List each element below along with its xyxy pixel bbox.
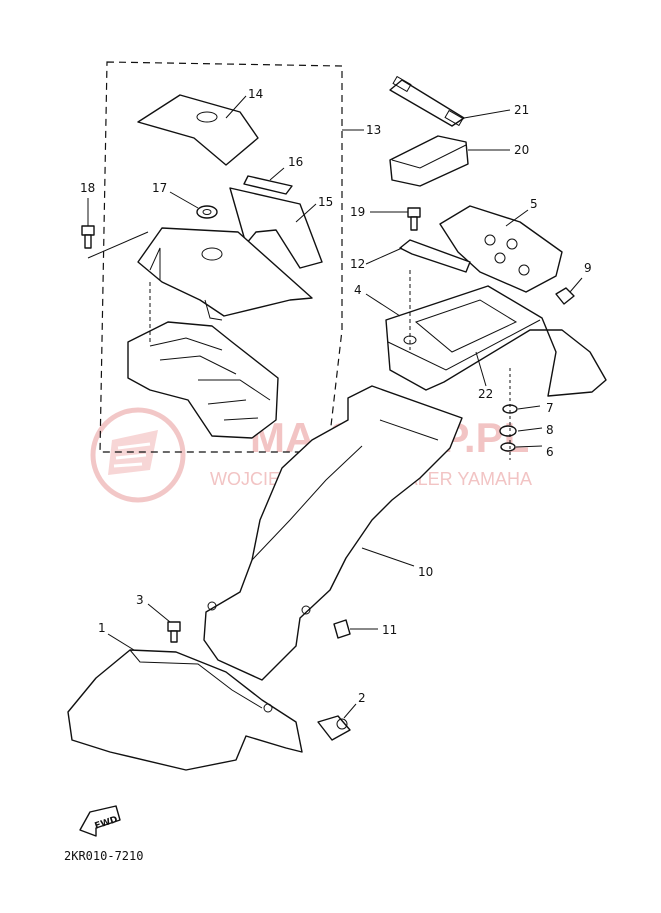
part-4-tray <box>385 285 607 397</box>
callout-16: 16 <box>288 155 303 169</box>
callout-20: 20 <box>514 143 529 157</box>
part-1-flap <box>67 649 303 771</box>
callout-3: 3 <box>136 593 144 607</box>
part-11-bolt <box>333 619 351 639</box>
callout-22: 22 <box>478 387 493 401</box>
callout-6: 6 <box>546 445 554 459</box>
callout-8: 8 <box>546 423 554 437</box>
part-19-bolt <box>407 207 421 231</box>
part-12-rod <box>399 239 471 273</box>
callout-5: 5 <box>530 197 538 211</box>
callout-10: 10 <box>418 565 433 579</box>
callout-13: 13 <box>366 123 381 137</box>
callout-17: 17 <box>152 181 167 195</box>
callout-4: 4 <box>354 283 362 297</box>
part-6-nut <box>500 442 516 452</box>
callouts: 1 2 3 4 5 6 7 8 9 10 11 12 13 14 15 16 1… <box>80 87 592 705</box>
group-13-bracket <box>137 227 313 321</box>
group-13-boundary <box>99 61 343 453</box>
callout-1: 1 <box>98 621 106 635</box>
callout-14: 14 <box>248 87 263 101</box>
callout-12: 12 <box>350 257 365 271</box>
callout-7: 7 <box>546 401 554 415</box>
leader-lines <box>87 95 583 719</box>
callout-9: 9 <box>584 261 592 275</box>
callout-15: 15 <box>318 195 333 209</box>
part-17-nut <box>196 205 218 219</box>
part-5-bracket <box>439 205 563 293</box>
callout-21: 21 <box>514 103 529 117</box>
part-3-bolt <box>167 621 181 643</box>
callout-2: 2 <box>358 691 366 705</box>
part-21-strap <box>389 75 465 127</box>
frame-section <box>127 321 279 439</box>
callout-18: 18 <box>80 181 95 195</box>
diagram-code: 2KR010-7210 <box>64 849 143 863</box>
part-16-strip <box>243 175 293 195</box>
part-10-rear-fender <box>203 385 463 681</box>
part-9-bolt <box>555 287 575 305</box>
part-14-cover <box>137 94 259 166</box>
watermark-logo <box>90 407 186 503</box>
part-8-nut <box>499 425 517 437</box>
fwd-arrow: FWD <box>79 805 121 837</box>
callout-19: 19 <box>350 205 365 219</box>
part-18-bolt <box>81 225 95 249</box>
callout-11: 11 <box>382 623 397 637</box>
part-2-reflector <box>317 715 351 741</box>
part-20-cushion <box>389 135 469 187</box>
